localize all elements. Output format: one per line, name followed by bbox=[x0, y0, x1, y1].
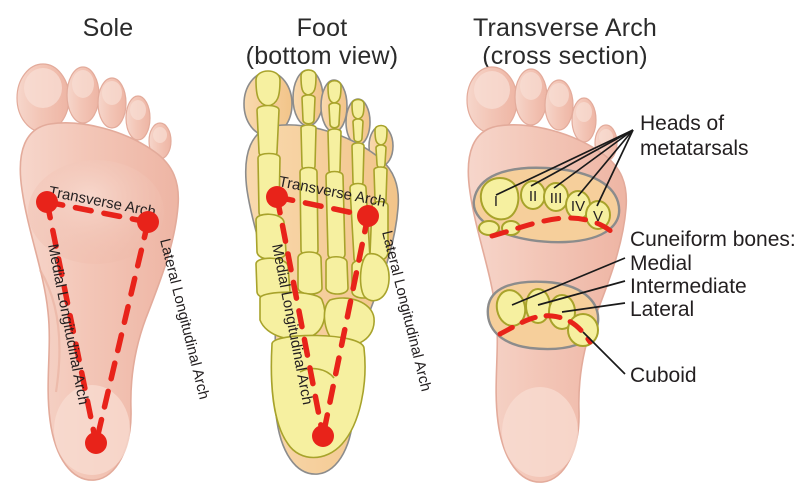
xsec-tarsal-arch-curve bbox=[497, 313, 593, 345]
panel-title-transverse-arch: Transverse Arch (cross section) bbox=[440, 14, 690, 70]
callout-heads-of-metatarsals-line2: metatarsals bbox=[640, 137, 749, 160]
panel-title-sole: Sole bbox=[28, 14, 188, 42]
panel-transverse-arch: I II III IV V bbox=[466, 66, 628, 483]
foot-bones bbox=[255, 69, 390, 459]
numeral-IV: IV bbox=[571, 198, 585, 215]
foot-marker-calcaneus-heel bbox=[312, 425, 334, 447]
callout-cuboid: Cuboid bbox=[630, 364, 697, 387]
numeral-II: II bbox=[529, 188, 537, 205]
title-line: (cross section) bbox=[482, 42, 648, 70]
panel-foot-bottom-view: Transverse Arch Medial Longitudinal Arch… bbox=[243, 69, 435, 475]
title-line: Sole bbox=[82, 14, 134, 42]
sole-arch-lines bbox=[44, 199, 151, 446]
sole-ball-highlight bbox=[28, 160, 164, 264]
title-line: Foot bbox=[296, 14, 348, 42]
leader-line-cuboid bbox=[582, 331, 626, 375]
sole-marker-first-metatarsal-head bbox=[36, 191, 58, 213]
title-line: Transverse Arch bbox=[472, 14, 658, 42]
xsec-toes bbox=[466, 66, 618, 162]
xsec-transverse-arch-curve bbox=[489, 215, 615, 239]
xsec-bone-numerals: I II III IV V bbox=[494, 188, 603, 225]
callout-cuneiform-bones-heading: Cuneiform bones: bbox=[630, 228, 796, 251]
numeral-I: I bbox=[494, 193, 498, 210]
sole-marker-fifth-metatarsal-head bbox=[137, 211, 159, 233]
callout-heads-of-metatarsals-line1: Heads of bbox=[640, 112, 724, 135]
panel-sole: Transverse Arch Medial Longitudinal Arch… bbox=[16, 63, 213, 481]
foot-marker-fifth-metatarsal-head bbox=[357, 205, 379, 227]
leader-lines-cuneiforms bbox=[511, 257, 626, 313]
xsec-heel-highlight bbox=[502, 387, 578, 477]
foot-marker-first-metatarsal-head bbox=[266, 186, 288, 208]
callout-cuneiform-medial: Medial bbox=[630, 252, 692, 275]
callout-cuneiform-intermediate: Intermediate bbox=[630, 275, 747, 298]
numeral-III: III bbox=[550, 190, 563, 207]
foot-arch-lines bbox=[274, 194, 371, 439]
sole-marker-calcaneus-heel bbox=[85, 432, 107, 454]
leader-lines-heads-of-metatarsals bbox=[495, 129, 634, 207]
numeral-V: V bbox=[593, 208, 603, 225]
sole-arch-shadow bbox=[39, 269, 61, 393]
panel-title-foot-bottom-view: Foot (bottom view) bbox=[232, 14, 412, 70]
callout-cuneiform-lateral: Lateral bbox=[630, 298, 694, 321]
xsec-metatarsal-bones bbox=[478, 177, 611, 236]
title-line: (bottom view) bbox=[245, 42, 399, 70]
sole-toes bbox=[16, 63, 172, 160]
